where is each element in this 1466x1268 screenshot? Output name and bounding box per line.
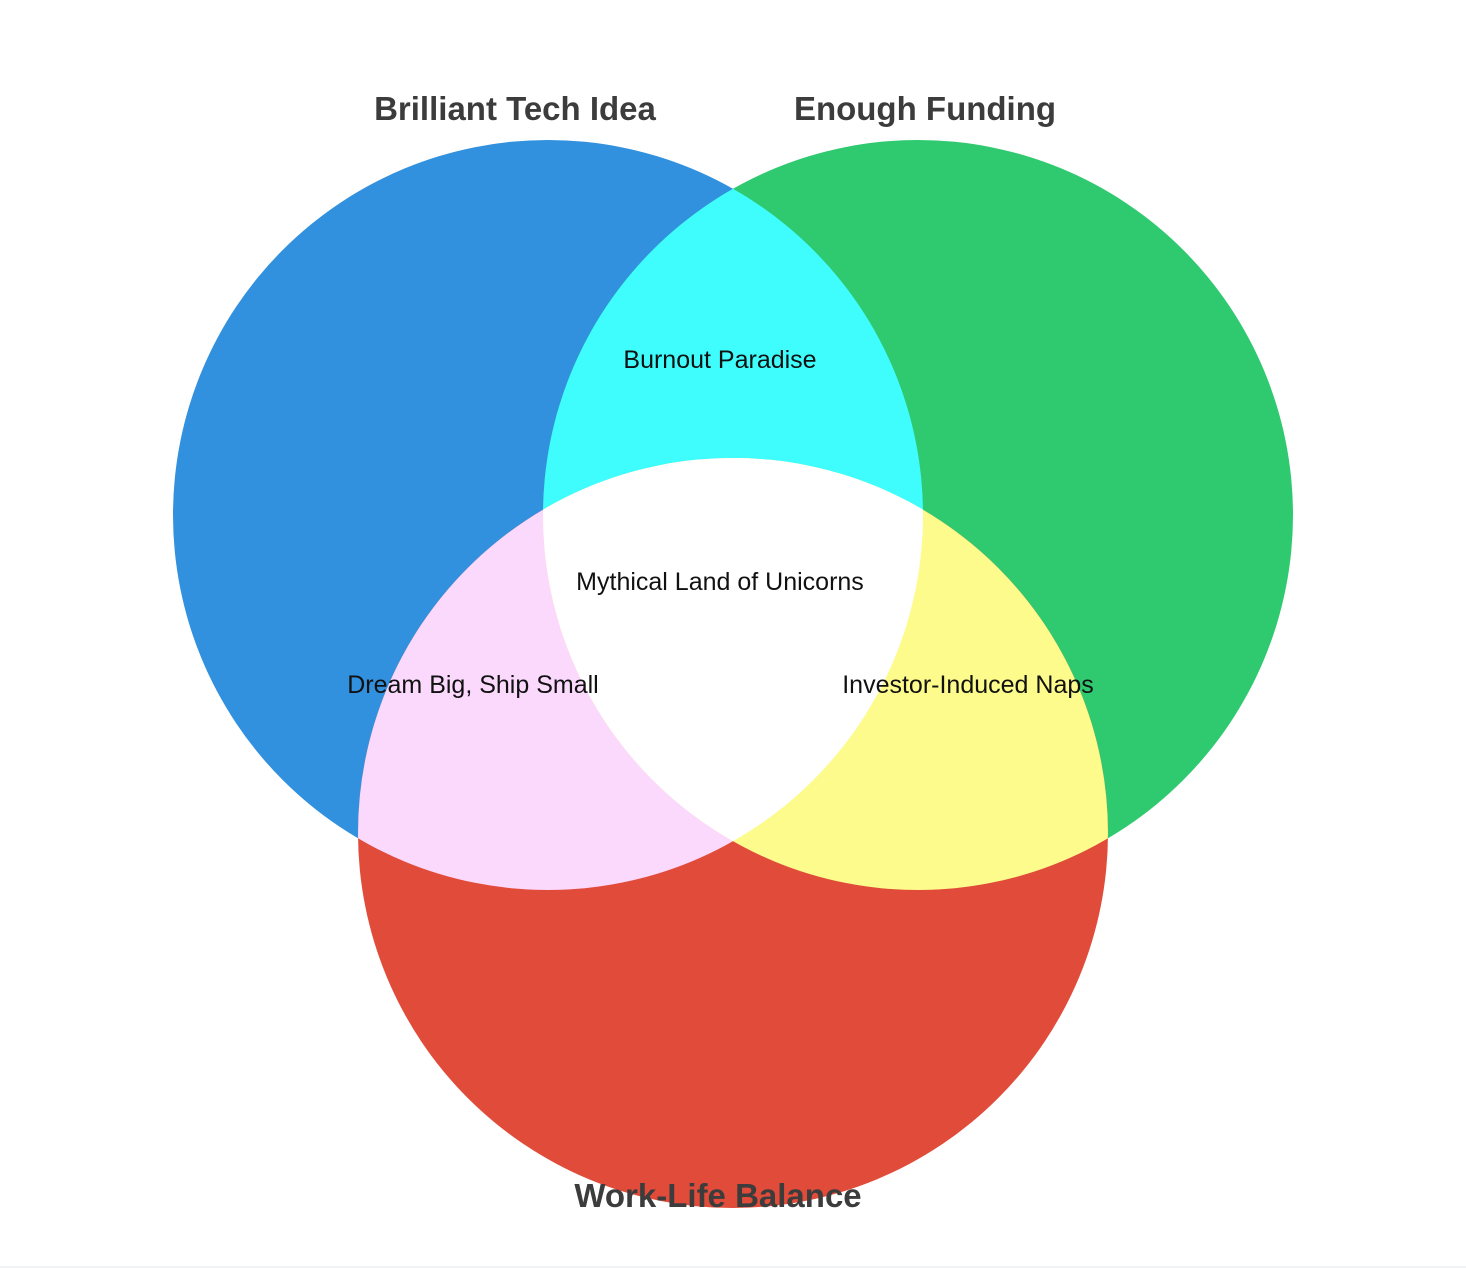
region-label-dream-big-ship-small: Dream Big, Ship Small [347,671,598,699]
region-label-investor-induced-naps: Investor-Induced Naps [842,671,1094,699]
set-title-enough-funding: Enough Funding [794,90,1056,127]
region-label-burnout-paradise: Burnout Paradise [623,346,816,374]
set-title-brilliant-tech-idea: Brilliant Tech Idea [374,90,656,127]
region-label-mythical-land-of-unicorns: Mythical Land of Unicorns [576,568,864,596]
set-title-work-life-balance: Work-Life Balance [574,1177,861,1214]
